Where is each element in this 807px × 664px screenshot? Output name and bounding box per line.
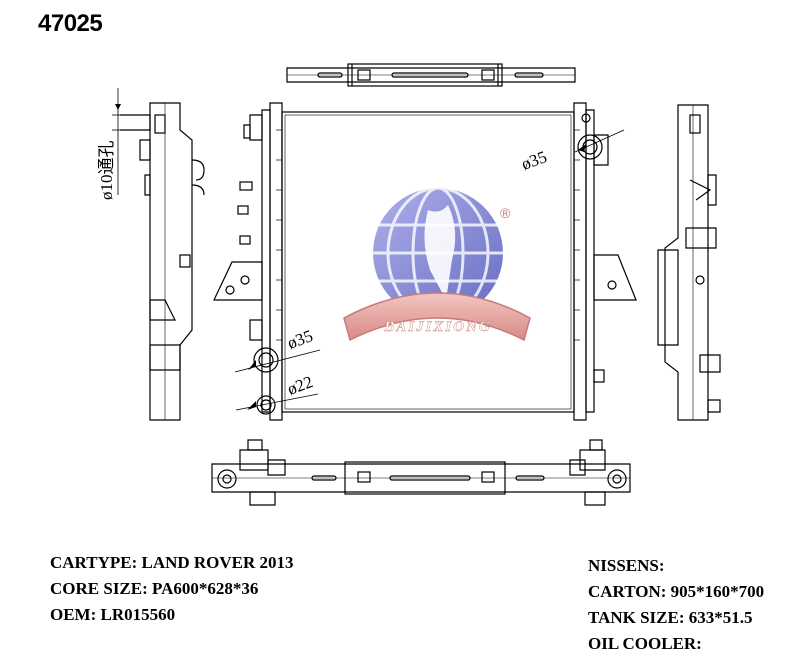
right-side-view (657, 104, 721, 421)
logo-banner (343, 292, 531, 342)
spec-cartype: CARTYPE: LAND ROVER 2013 (50, 553, 294, 572)
spec-nissens: NISSENS: (588, 556, 665, 575)
brand-logo: BAIJIXIONG ® (343, 186, 531, 342)
spec-core-size: CORE SIZE: PA600*628*36 (50, 579, 259, 598)
registered-mark: ® (500, 205, 511, 221)
logo-brand-text: BAIJIXIONG (383, 319, 492, 335)
bird-icon (424, 205, 456, 300)
inlet-left-diameter-label: ø35 (285, 326, 315, 353)
spec-carton: CARTON: 905*160*700 (588, 582, 765, 601)
outlet-diameter-label: ø22 (285, 372, 315, 399)
spec-oem: OEM: LR015560 (50, 605, 176, 624)
left-side-view (112, 88, 205, 421)
spec-oil-cooler: OIL COOLER: (588, 634, 702, 653)
top-bracket-view (286, 63, 576, 87)
spec-tank-size: TANK SIZE: 633*51.5 (588, 608, 753, 627)
spec-left-block: CARTYPE: LAND ROVER 2013 CORE SIZE: PA60… (50, 550, 294, 628)
part-number: 47025 (38, 10, 103, 37)
front-view (213, 102, 637, 421)
bottom-bracket-view (211, 439, 631, 506)
spec-right-block: NISSENS: CARTON: 905*160*700 TANK SIZE: … (588, 553, 764, 657)
inlet-right-diameter-label: ø35 (519, 147, 549, 174)
side-hole-diameter-label: ø10通孔 (97, 141, 116, 201)
